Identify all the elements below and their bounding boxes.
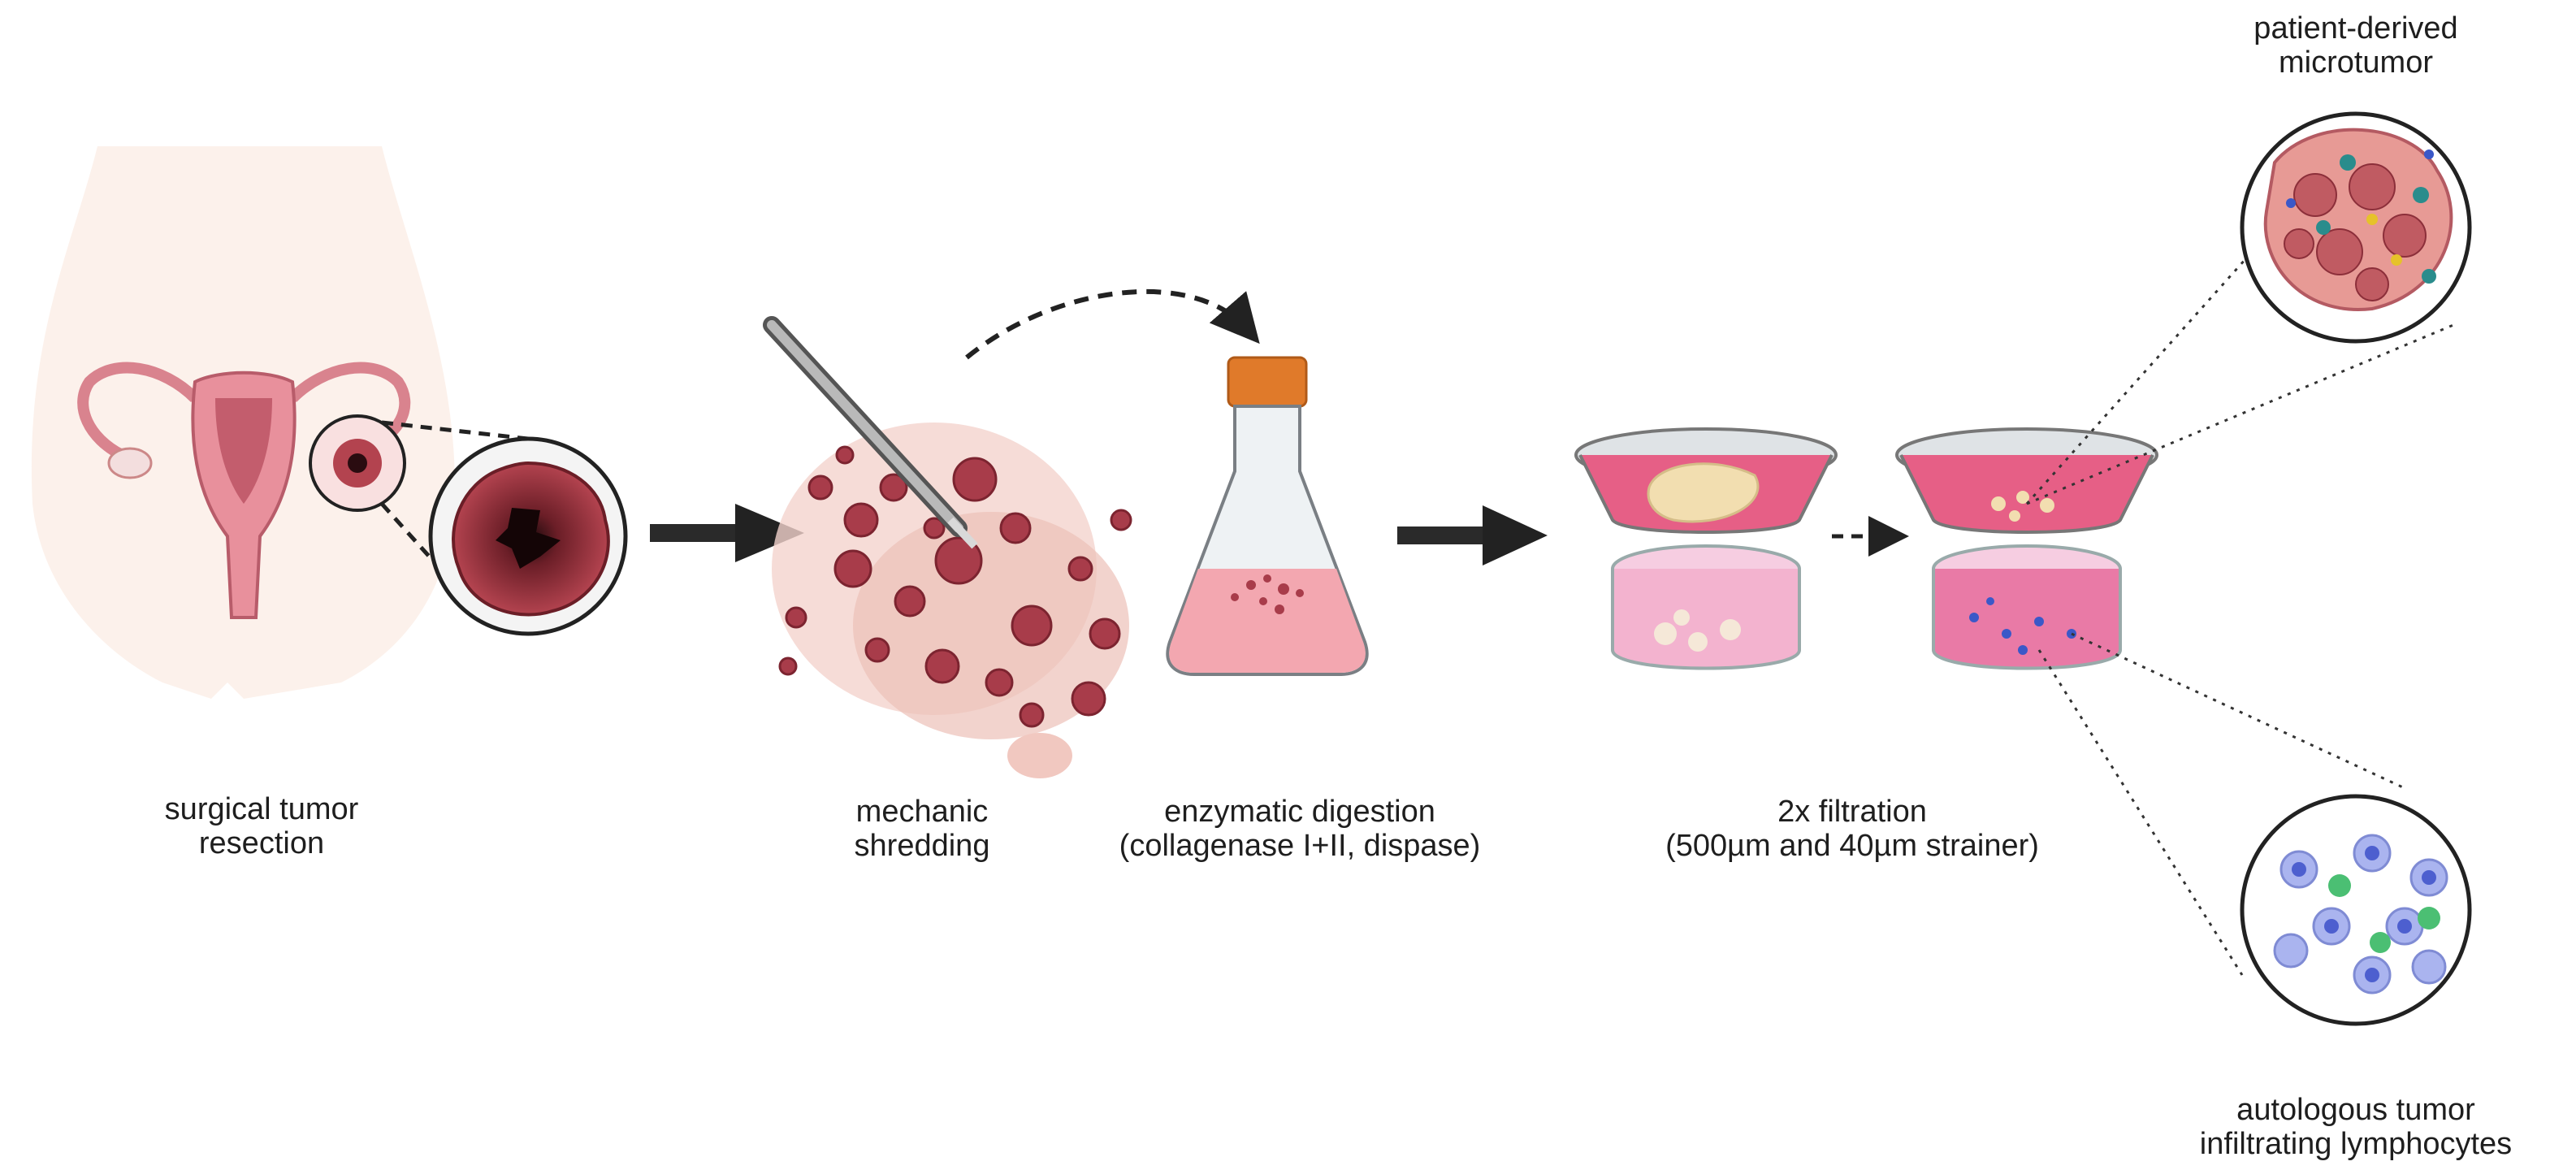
label-line: 2x filtration (1777, 795, 1927, 829)
flask-icon (1166, 356, 1369, 676)
arrow-right-icon (1397, 505, 1548, 566)
arrow-right-icon (650, 504, 804, 562)
label-line: infiltrating lymphocytes (2199, 1127, 2513, 1161)
tissue-fragments-icon (772, 422, 1132, 778)
label-line: (500µm and 40µm strainer) (1665, 829, 2039, 863)
label-digestion: enzymatic digestion (collagenase I+II, d… (1119, 795, 1481, 863)
tumor-magnifier-icon (428, 436, 628, 636)
label-line: patient-derived (2253, 11, 2458, 46)
label-line: microtumor (2278, 46, 2434, 80)
scalpel-icon (763, 316, 978, 549)
label-line: surgical tumor (164, 792, 359, 826)
cell-strainer-icon (1895, 427, 2158, 670)
label-line: enzymatic digestion (1164, 795, 1435, 829)
microtumor-icon (2240, 111, 2472, 344)
label-microtumor: patient-derived microtumor (2253, 11, 2457, 80)
lymphocytes-icon (2240, 794, 2472, 1026)
label-filtration: 2x filtration (500µm and 40µm strainer) (1665, 795, 2039, 863)
label-shredding: mechanic shredding (855, 795, 990, 863)
uterus-icon (31, 146, 455, 699)
label-line: resection (198, 826, 325, 860)
label-line: shredding (854, 829, 990, 863)
label-line: autologous tumor (2236, 1093, 2475, 1127)
cell-strainer-icon (1574, 427, 1838, 670)
label-lymphocytes: autologous tumor infiltrating lymphocyte… (2200, 1093, 2512, 1161)
label-line: mechanic (855, 795, 989, 829)
label-resection: surgical tumor resection (165, 792, 359, 860)
label-line: (collagenase I+II, dispase) (1119, 829, 1481, 863)
